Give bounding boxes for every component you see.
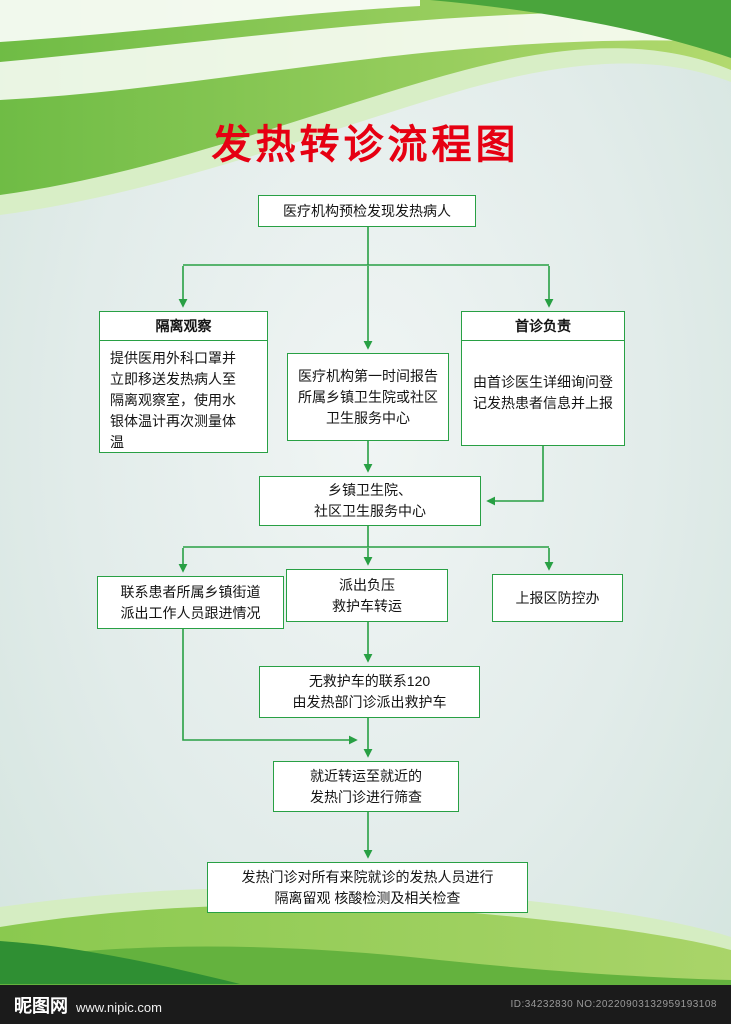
node-isolation-body: 提供医用外科口罩并 立即移送发热病人至 隔离观察室，使用水 银体温计再次测量体 … — [99, 340, 268, 453]
site-branding: 昵图网 www.nipic.com — [14, 992, 162, 1018]
node-township-center: 乡镇卫生院、 社区卫生服务中心 — [259, 476, 481, 526]
node-final-check: 发热门诊对所有来院就诊的发热人员进行 隔离留观 核酸检测及相关检查 — [207, 862, 528, 913]
node-report: 医疗机构第一时间报告 所属乡镇卫生院或社区 卫生服务中心 — [287, 353, 449, 441]
node-transfer-nearby: 就近转运至就近的 发热门诊进行筛查 — [273, 761, 459, 812]
node-first-visit-body: 由首诊医生详细询问登 记发热患者信息并上报 — [461, 340, 625, 446]
node-contact-street: 联系患者所属乡镇街道 派出工作人员跟进情况 — [97, 576, 284, 629]
node-report-district: 上报区防控办 — [492, 574, 623, 622]
node-call-120: 无救护车的联系120 由发热部门诊派出救护车 — [259, 666, 480, 718]
node-start: 医疗机构预检发现发热病人 — [258, 195, 476, 227]
node-first-visit-header: 首诊负责 — [461, 311, 625, 341]
site-name: 昵图网 — [14, 995, 68, 1016]
site-url: www.nipic.com — [76, 999, 162, 1015]
poster-title: 发热转诊流程图 — [211, 123, 520, 167]
image-meta-id: ID:34232830 NO:20220903132959193108 — [510, 999, 717, 1010]
node-isolation-header: 隔离观察 — [99, 311, 268, 341]
top-wave-decoration — [0, 0, 731, 215]
node-dispatch-ambulance: 派出负压 救护车转运 — [286, 569, 448, 622]
watermark-bar: 昵图网 www.nipic.com ID:34232830 NO:2022090… — [0, 985, 731, 1024]
